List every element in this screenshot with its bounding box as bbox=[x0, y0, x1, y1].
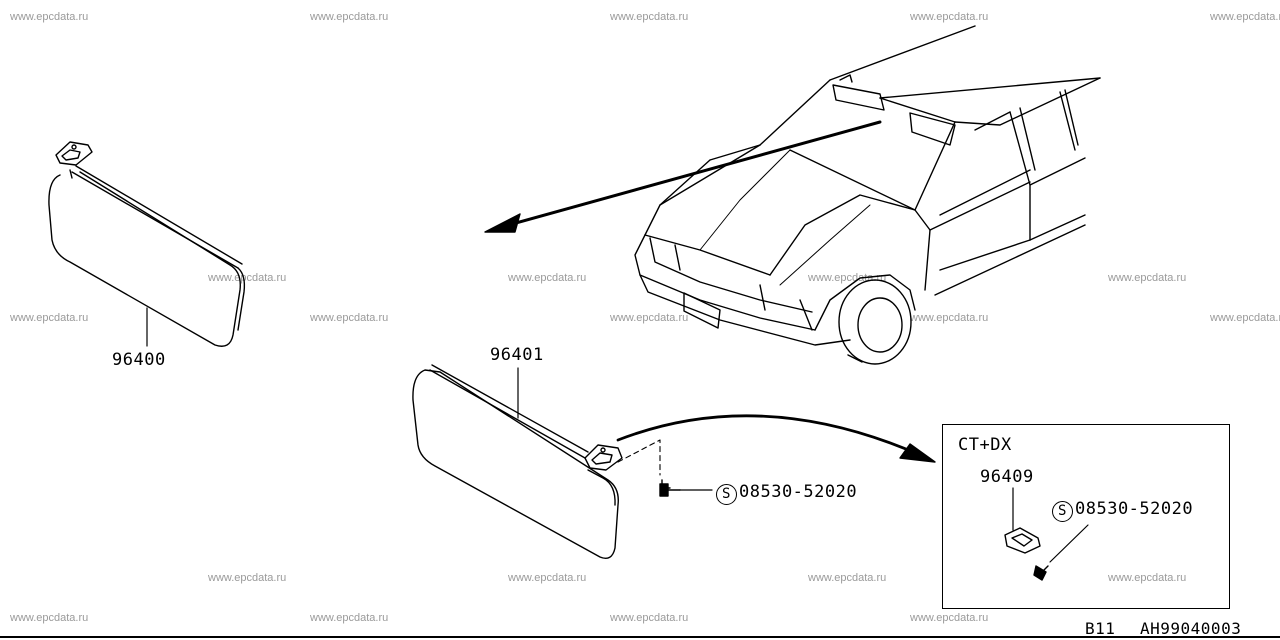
watermark-text: www.epcdata.ru bbox=[310, 11, 389, 23]
watermark-text: www.epcdata.ru bbox=[508, 572, 587, 584]
watermark-text: www.epcdata.ru bbox=[1210, 312, 1280, 324]
part-number-96409: 96409 bbox=[980, 467, 1034, 487]
footer-model: B11 bbox=[1085, 619, 1116, 638]
watermark-text: www.epcdata.ru bbox=[910, 312, 989, 324]
watermark-text: www.epcdata.ru bbox=[910, 11, 989, 23]
footer-diagram-code: AH99040003 bbox=[1140, 619, 1242, 638]
watermark-text: www.epcdata.ru bbox=[610, 11, 689, 23]
watermark-text: www.epcdata.ru bbox=[1210, 11, 1280, 23]
watermark-text: www.epcdata.ru bbox=[208, 272, 287, 284]
watermark-text: www.epcdata.ru bbox=[10, 11, 89, 23]
watermark-text: www.epcdata.ru bbox=[910, 612, 989, 624]
screw-part-number-inset: 08530-52020 bbox=[1075, 499, 1194, 519]
screw-symbol-icon: S bbox=[716, 484, 737, 505]
pointer-arrow-car bbox=[484, 120, 882, 233]
watermark-text: www.epcdata.ru bbox=[808, 572, 887, 584]
watermark-text: www.epcdata.ru bbox=[610, 612, 689, 624]
variant-inset-box bbox=[942, 424, 1230, 609]
watermark-text: www.epcdata.ru bbox=[508, 272, 587, 284]
part-number-96400: 96400 bbox=[112, 350, 166, 370]
sun-visor-rh bbox=[412, 364, 661, 560]
watermark-text: www.epcdata.ru bbox=[10, 312, 89, 324]
screw-main bbox=[659, 479, 713, 497]
screw-symbol-icon: S bbox=[1052, 501, 1073, 522]
sun-visor-lh bbox=[48, 141, 246, 347]
watermark-text: www.epcdata.ru bbox=[610, 312, 689, 324]
watermark-text: www.epcdata.ru bbox=[1108, 272, 1187, 284]
holder-drawing bbox=[1004, 487, 1089, 581]
car-illustration bbox=[634, 25, 1101, 365]
footer-rule bbox=[0, 636, 1280, 638]
pointer-arrow-inset bbox=[616, 414, 936, 463]
watermark-text: www.epcdata.ru bbox=[310, 612, 389, 624]
watermark-text: www.epcdata.ru bbox=[1108, 572, 1187, 584]
inset-title: CT+DX bbox=[958, 435, 1012, 455]
watermark-text: www.epcdata.ru bbox=[310, 312, 389, 324]
part-number-96401: 96401 bbox=[490, 345, 544, 365]
watermark-text: www.epcdata.ru bbox=[208, 572, 287, 584]
screw-part-number: 08530-52020 bbox=[739, 482, 858, 502]
watermark-text: www.epcdata.ru bbox=[10, 612, 89, 624]
